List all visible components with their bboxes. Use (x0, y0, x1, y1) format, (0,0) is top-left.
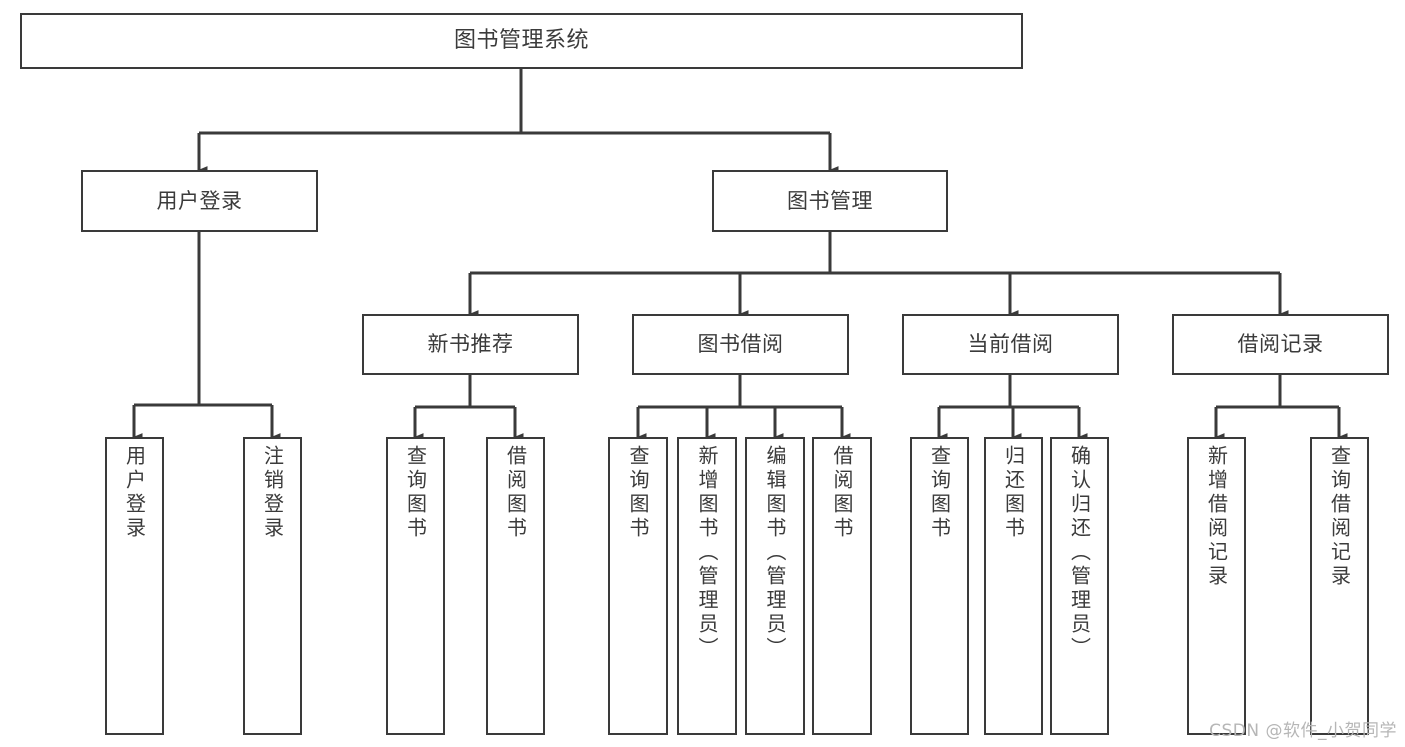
node-leaf-add-book-admin[interactable]: 新增图书（管理员） (677, 437, 737, 735)
node-book-manage[interactable]: 图书管理 (712, 170, 948, 232)
node-borrow-record-label: 借阅记录 (1237, 332, 1324, 357)
node-leaf-confirm-return-admin-label: 确认归还（管理员） (1067, 445, 1092, 661)
node-leaf-query-book-3-label: 查询图书 (927, 445, 952, 541)
node-root-system-label: 图书管理系统 (453, 28, 589, 54)
node-current-borrow-label: 当前借阅 (967, 332, 1054, 357)
node-leaf-logout-login-label: 注销登录 (260, 445, 285, 541)
node-leaf-query-book-1-label: 查询图书 (403, 445, 428, 541)
node-leaf-user-login[interactable]: 用户登录 (105, 437, 164, 735)
node-book-borrow-label: 图书借阅 (697, 332, 784, 357)
node-root-system[interactable]: 图书管理系统 (20, 13, 1023, 69)
node-leaf-user-login-label: 用户登录 (122, 445, 147, 541)
node-leaf-borrow-book-1[interactable]: 借阅图书 (486, 437, 545, 735)
node-new-book-recommend-label: 新书推荐 (427, 332, 514, 357)
node-book-manage-label: 图书管理 (787, 188, 873, 213)
node-leaf-add-borrow-record[interactable]: 新增借阅记录 (1187, 437, 1246, 735)
node-leaf-query-borrow-record-label: 查询借阅记录 (1327, 445, 1352, 589)
node-book-borrow[interactable]: 图书借阅 (632, 314, 849, 375)
node-leaf-edit-book-admin-label: 编辑图书（管理员） (763, 445, 787, 661)
node-borrow-record[interactable]: 借阅记录 (1172, 314, 1389, 375)
node-leaf-query-book-1[interactable]: 查询图书 (386, 437, 445, 735)
node-current-borrow[interactable]: 当前借阅 (902, 314, 1119, 375)
node-leaf-borrow-book-1-label: 借阅图书 (503, 445, 528, 541)
node-new-book-recommend[interactable]: 新书推荐 (362, 314, 579, 375)
node-leaf-add-book-admin-label: 新增图书（管理员） (695, 445, 719, 661)
node-leaf-add-borrow-record-label: 新增借阅记录 (1204, 445, 1229, 589)
node-leaf-return-book-label: 归还图书 (1001, 445, 1026, 541)
node-leaf-query-book-2-label: 查询图书 (626, 445, 650, 541)
node-leaf-borrow-book-2-label: 借阅图书 (830, 445, 854, 541)
node-leaf-borrow-book-2[interactable]: 借阅图书 (812, 437, 872, 735)
node-leaf-query-book-3[interactable]: 查询图书 (910, 437, 969, 735)
node-leaf-query-book-2[interactable]: 查询图书 (608, 437, 668, 735)
node-user-login[interactable]: 用户登录 (81, 170, 318, 232)
node-leaf-edit-book-admin[interactable]: 编辑图书（管理员） (745, 437, 805, 735)
node-leaf-logout-login[interactable]: 注销登录 (243, 437, 302, 735)
connector-lines (132, 69, 1348, 441)
node-user-login-label: 用户登录 (156, 188, 243, 213)
node-leaf-query-borrow-record[interactable]: 查询借阅记录 (1310, 437, 1369, 735)
node-leaf-return-book[interactable]: 归还图书 (984, 437, 1043, 735)
csdn-watermark: CSDN @软件_小贺同学 (1209, 721, 1397, 741)
node-leaf-confirm-return-admin[interactable]: 确认归还（管理员） (1050, 437, 1109, 735)
